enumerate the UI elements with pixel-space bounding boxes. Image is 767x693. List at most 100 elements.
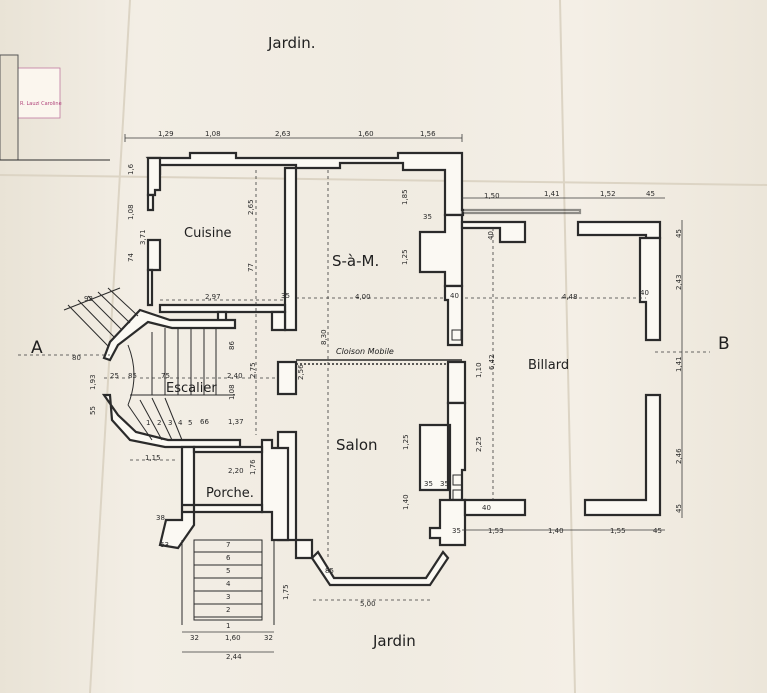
dimension-lines (18, 134, 710, 601)
stair-number: 4 (178, 419, 183, 427)
dim-interior-v: 1,10 (475, 362, 483, 378)
dim-top: 1,56 (420, 130, 436, 138)
step-number: 1 (226, 622, 231, 630)
dim-interior-v: 2,25 (475, 436, 483, 452)
garden-label-top: Jardin. (268, 34, 316, 52)
dim-interior-v: 1,75 (282, 584, 290, 600)
dim-billard-top: 1,50 (484, 192, 500, 200)
dim-interior: 5,00 (360, 600, 376, 608)
dim-billard-top: 1,52 (600, 190, 616, 198)
stamp-text: R. Lauzi Caroline (20, 101, 62, 107)
dim-interior: 4,48 (562, 293, 578, 301)
dim-billard-right: 45 (675, 229, 683, 238)
dim-billard-bottom: 1,40 (548, 527, 564, 535)
dim-interior: 35 (423, 213, 432, 221)
porch-steps (181, 539, 275, 653)
dim-interior: 40 (640, 289, 649, 297)
cloison-mobile-label: Cloison Mobile (336, 347, 394, 356)
interior-staircase (127, 328, 235, 441)
dim-interior: 1,15 (145, 454, 161, 462)
dim-interior: 40 (450, 292, 459, 300)
room-label-porche: Porche. (206, 486, 254, 501)
dim-interior-v: 1,85 (401, 189, 409, 205)
dim-top: 1,60 (358, 130, 374, 138)
dim-billard-top: 1,41 (544, 190, 560, 198)
dim-interior: 32 (264, 634, 273, 642)
dim-billard-right: 45 (675, 504, 683, 513)
dim-interior-v: 86 (228, 341, 236, 350)
dim-interior-v: 2,56 (297, 364, 305, 380)
dim-billard-bottom: 45 (653, 527, 662, 535)
dim-interior-v: 8,30 (320, 329, 328, 345)
dim-interior-v: 1,25 (401, 249, 409, 265)
dim-interior-v: 1,76 (249, 459, 257, 475)
dim-billard-bottom: 40 (482, 504, 491, 512)
step-number: 4 (226, 580, 231, 588)
dim-interior: 75 (161, 372, 170, 380)
dim-interior: 85 (325, 567, 334, 575)
dim-interior: 35 (440, 480, 449, 488)
dim-interior: 85 (128, 372, 137, 380)
building-walls (101, 151, 662, 587)
room-label-sam: S-à-M. (332, 252, 380, 270)
step-number: 6 (226, 554, 231, 562)
dim-billard-top: 45 (646, 190, 655, 198)
dim-interior-v: 74 (127, 253, 135, 262)
dim-interior: 35 (452, 527, 461, 535)
dim-billard-bottom: 1,53 (488, 527, 504, 535)
dim-interior-v: 40 (487, 231, 495, 240)
dim-interior: 35 (281, 292, 290, 300)
dim-interior: 2,40 (227, 372, 243, 380)
dim-interior-v: 2,65 (247, 199, 255, 215)
dim-interior: 4,00 (355, 293, 371, 301)
dim-interior: 38 (156, 514, 165, 522)
dim-interior-v: 55 (89, 406, 97, 415)
stair-number: 1 (146, 419, 151, 427)
step-number: 5 (226, 567, 231, 575)
dim-interior: 80 (72, 354, 81, 362)
step-number: 2 (226, 606, 231, 614)
dim-top: 1,29 (158, 130, 174, 138)
dim-billard-right: 2,46 (675, 448, 683, 464)
inset-sketch (0, 54, 110, 161)
step-number: 3 (226, 593, 231, 601)
dim-billard-right: 1,41 (675, 356, 683, 372)
dim-interior: 1,60 (225, 634, 241, 642)
room-label-billard: Billard (528, 358, 570, 373)
dim-interior: 2,44 (226, 653, 242, 661)
stair-number: 5 (188, 419, 193, 427)
dim-interior-v: 6,42 (488, 354, 496, 370)
garden-label-bottom: Jardin (373, 632, 416, 650)
step-number: 7 (226, 541, 231, 549)
dim-interior: 35 (424, 480, 433, 488)
stair-number: 2 (157, 419, 162, 427)
dim-interior-v: 2,75 (249, 362, 257, 378)
dim-interior: 2,97 (205, 293, 221, 301)
dim-interior-v: 1,40 (402, 494, 410, 510)
dim-interior: 32 (190, 634, 199, 642)
stair-number: 3 (168, 419, 173, 427)
dim-interior: 2,20 (228, 467, 244, 475)
dim-interior-v: 1,08 (228, 384, 236, 400)
dim-interior-v: 1,25 (402, 434, 410, 450)
dim-interior: 1,37 (228, 418, 244, 426)
dim-interior-v: 1,93 (89, 374, 97, 390)
section-marker-b: B (718, 334, 730, 354)
dim-interior-v: 77 (247, 263, 255, 272)
dim-top: 2,63 (275, 130, 291, 138)
dim-billard-bottom: 1,55 (610, 527, 626, 535)
dim-top: 1,08 (205, 130, 221, 138)
dim-interior: 63 (160, 541, 169, 549)
dim-billard-right: 2,43 (675, 274, 683, 290)
dim-interior: 66 (200, 418, 209, 426)
dim-interior-v: 1,08 (127, 204, 135, 220)
dim-interior: 25 (110, 372, 119, 380)
room-label-salon: Salon (336, 436, 378, 454)
room-label-escalier: Escalier (166, 381, 217, 396)
section-marker-a: A (31, 338, 43, 358)
room-label-cuisine: Cuisine (184, 226, 232, 241)
side-steps (63, 287, 139, 347)
dim-interior-v: 1,6 (127, 163, 135, 175)
